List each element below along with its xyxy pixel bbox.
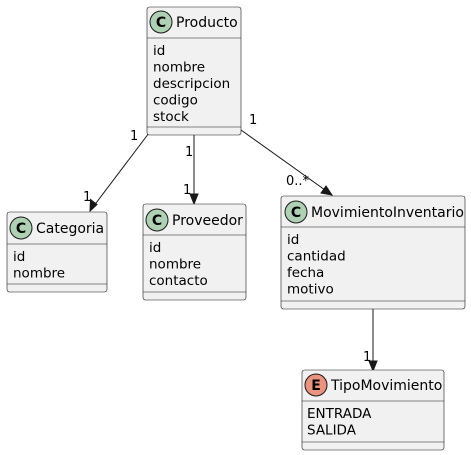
enum-tipo-movimiento: E TipoMovimiento ENTRADA SALIDA [301,369,445,451]
attribute: codigo [153,93,198,109]
class-categoria: C Categoria id nombre [6,211,108,293]
mult-producto-movimiento-source: 1 [249,113,257,128]
mult-movimiento-tipo-target: 1 [363,350,371,365]
class-movimiento-inventario: C MovimientoInventario id cantidad fecha… [280,195,466,310]
relation-producto-movimiento: 1 0..* [240,113,334,196]
attribute: nombre [153,60,205,76]
mult-producto-categoria-target: 1 [83,190,91,205]
attribute: nombre [13,266,65,282]
class-badge-letter: C [16,221,26,237]
class-name: Categoria [36,221,104,237]
attribute: descripcion [153,76,230,92]
class-producto: C Producto id nombre descripcion codigo … [146,6,242,136]
class-badge-letter: C [152,213,162,229]
attribute: id [149,240,161,256]
attribute: cantidad [287,249,346,265]
mult-producto-movimiento-target: 0..* [286,174,310,189]
class-badge-letter: C [291,205,301,221]
enum-literal: ENTRADA [307,406,372,422]
attribute: stock [153,109,189,125]
mult-producto-proveedor-target: 1 [183,183,191,198]
relation-producto-proveedor: 1 1 [183,135,199,206]
attribute: motivo [287,282,334,298]
enum-literal: SALIDA [307,423,357,439]
attribute: id [153,43,165,59]
mult-producto-proveedor-source: 1 [185,145,193,160]
attribute: nombre [149,257,201,273]
enum-badge-letter: E [311,378,321,394]
class-badge-icon [9,216,33,240]
class-name: Producto [176,15,238,31]
class-badge-icon [145,208,169,232]
enum-name: TipoMovimiento [330,378,442,394]
class-proveedor: C Proveedor id nombre contacto [142,203,247,301]
class-name: MovimientoInventario [311,205,464,221]
attribute: id [287,232,299,248]
class-badge-icon [284,200,308,224]
enum-badge-icon [304,373,328,397]
class-name: Proveedor [172,213,243,229]
class-badge-icon [149,10,173,34]
relation-movimiento-tipo: 1 [363,309,378,373]
attribute: id [13,249,25,265]
class-badge-letter: C [156,15,166,31]
relation-producto-categoria: 1 1 [83,129,150,213]
attribute: contacto [149,273,208,289]
attribute: fecha [287,265,324,281]
mult-producto-categoria-source: 1 [130,129,138,144]
